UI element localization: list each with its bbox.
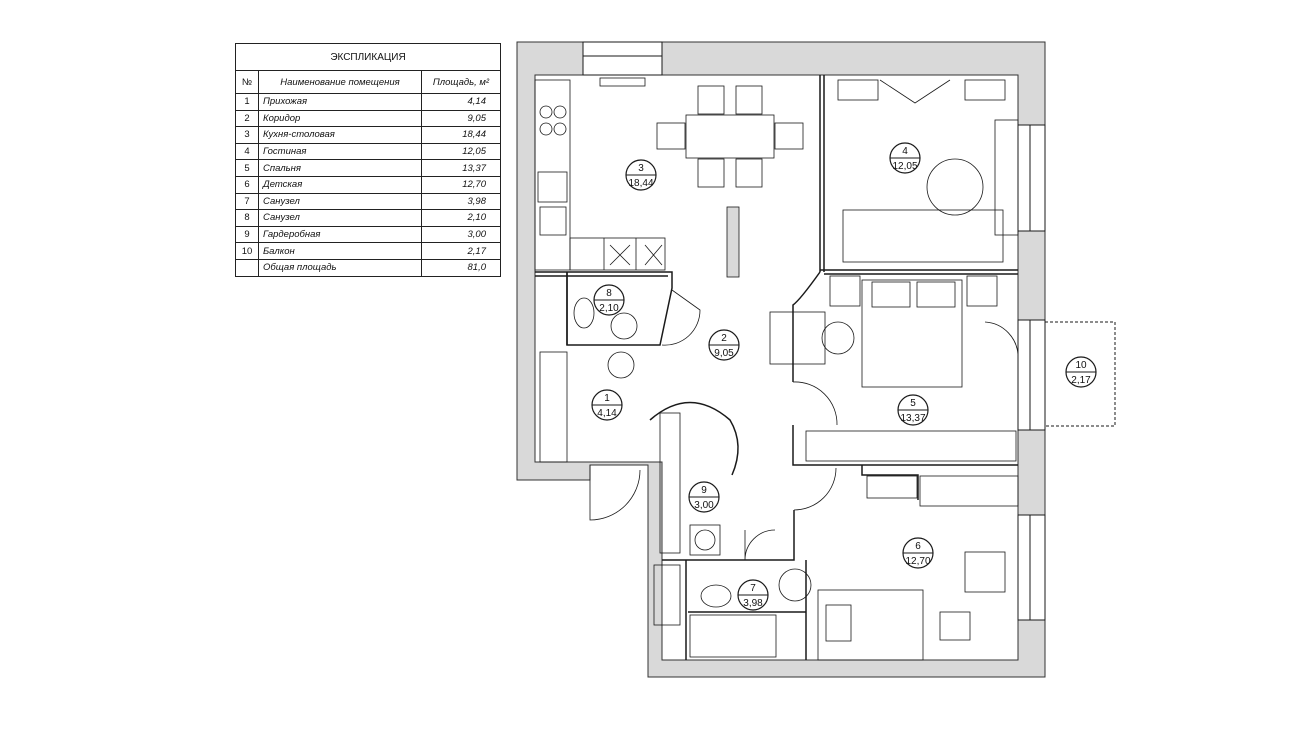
room-marker-number: 7 <box>750 583 756 594</box>
total-label: Общая площадь <box>258 258 422 277</box>
room-marker-number: 1 <box>604 393 610 404</box>
room-marker: 318,44 <box>625 159 657 191</box>
room-marker-area: 9,05 <box>714 348 734 359</box>
explication-table: ЭКСПЛИКАЦИЯ № Наименование помещения Пло… <box>235 43 501 277</box>
room-labels: 14,1429,05318,44412,05513,37612,7073,988… <box>591 142 1097 611</box>
room-marker-number: 10 <box>1075 360 1087 371</box>
room-marker-area: 18,44 <box>628 178 653 189</box>
room-marker: 82,10 <box>593 284 625 316</box>
windows <box>582 41 1046 621</box>
room-marker-area: 3,98 <box>743 598 763 609</box>
room-marker: 102,17 <box>1065 356 1097 388</box>
room-marker: 73,98 <box>737 579 769 611</box>
room-marker-number: 2 <box>721 333 727 344</box>
balcony-outline <box>1044 321 1116 427</box>
room-marker-area: 12,70 <box>905 556 930 567</box>
room-marker-number: 5 <box>910 398 916 409</box>
room-marker-number: 8 <box>606 288 612 299</box>
room-marker-number: 9 <box>701 485 707 496</box>
doors <box>589 289 1019 561</box>
room-marker-number: 6 <box>915 541 921 552</box>
room-marker-area: 2,10 <box>599 303 619 314</box>
room-marker-number: 4 <box>902 146 908 157</box>
header-name: Наименование помещения <box>258 70 422 94</box>
room-marker-area: 13,37 <box>900 413 925 424</box>
room-marker: 14,14 <box>591 389 623 421</box>
room-marker-area: 4,14 <box>597 408 617 419</box>
total-area: 81,0 <box>421 258 501 277</box>
room-marker: 612,70 <box>902 537 934 569</box>
exterior-walls <box>516 41 1046 678</box>
interior-walls <box>535 75 1018 660</box>
room-marker: 93,00 <box>688 481 720 513</box>
room-marker-area: 3,00 <box>694 500 714 511</box>
room-marker-area: 2,17 <box>1071 375 1091 386</box>
furniture <box>534 77 1019 661</box>
header-area: Площадь, м² <box>421 70 501 94</box>
room-marker-area: 12,05 <box>892 161 917 172</box>
room-marker: 29,05 <box>708 329 740 361</box>
room-marker-number: 3 <box>638 163 644 174</box>
room-marker: 412,05 <box>889 142 921 174</box>
room-marker: 513,37 <box>897 394 929 426</box>
